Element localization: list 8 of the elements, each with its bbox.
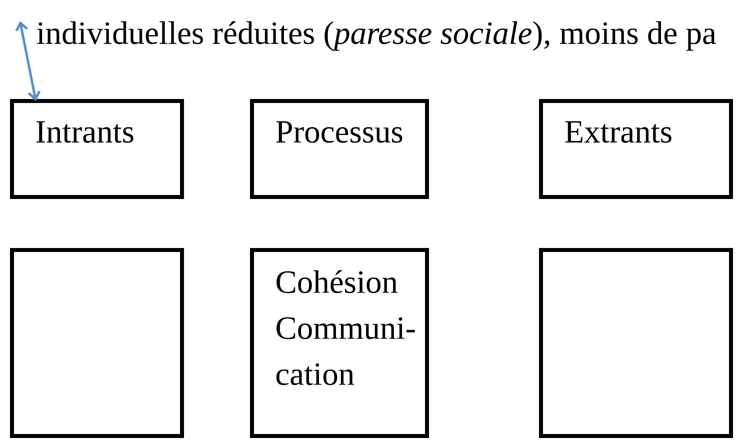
- process-box: Extrants: [539, 99, 733, 199]
- empty-box: [539, 248, 733, 438]
- process-box: Intrants: [10, 99, 184, 199]
- empty-box: [10, 248, 184, 438]
- process-box: Processus: [250, 99, 429, 199]
- text-line: individuelles réduites (paresse sociale), moins de pa: [36, 21, 716, 51]
- process-box: Cohésion Communi- cation: [250, 248, 429, 438]
- double-arrow: [15, 21, 41, 101]
